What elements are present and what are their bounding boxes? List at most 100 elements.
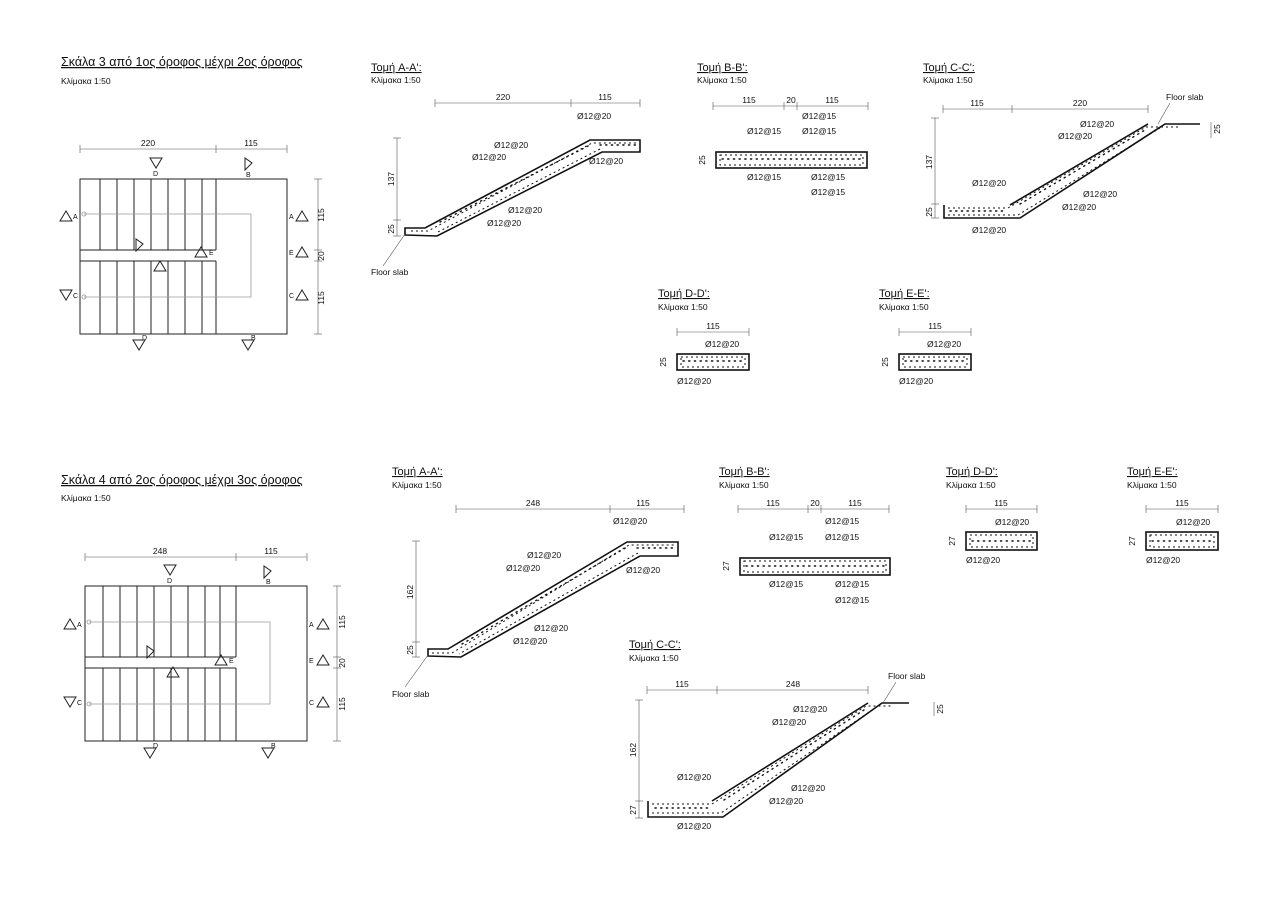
mark-b-top: B xyxy=(246,172,251,179)
stair3-aa-title: Τομή A-A': xyxy=(371,62,422,74)
stair3-dd-scale: Κλίμακα 1:50 xyxy=(658,302,708,312)
stair4-section-bb: Τομή B-B': Κλίμακα 1:50 115 20 115 27 Ø1… xyxy=(719,466,891,605)
section-mark-a-right xyxy=(295,210,309,222)
stair4-cc-rebar-4: Ø12@20 xyxy=(791,783,825,793)
stair4-bb-rebar-2: Ø12@15 xyxy=(825,516,859,526)
stair3-cc-rebar-4: Ø12@20 xyxy=(1083,189,1117,199)
stair3-dd-rebar-1: Ø12@20 xyxy=(705,339,739,349)
mark-d-top: D xyxy=(153,171,158,178)
stair3-aa-rebar-6: Ø12@20 xyxy=(487,218,521,228)
stair4-cc-dim-v2: 27 xyxy=(628,805,638,815)
stair4-dd-dim-v: 27 xyxy=(947,536,957,546)
stair3-plan-dim-115: 115 xyxy=(244,138,258,148)
stair4-dd-dim-h: 115 xyxy=(994,498,1008,508)
stair3-plan-dim-v3: 115 xyxy=(316,291,326,305)
stair3-cc-floor-slab: Floor slab xyxy=(1166,92,1204,102)
stair4-ee-title: Τομή E-E': xyxy=(1127,466,1178,478)
s4-mark-d-mid xyxy=(146,645,155,659)
mark-b-bottom: B xyxy=(251,335,256,342)
s4-mark-c-r: C xyxy=(309,700,314,707)
stair4-cc-dim-v3: 25 xyxy=(935,704,945,714)
section-mark-d-mid2 xyxy=(153,260,167,272)
stair3-aa-floor-slab: Floor slab xyxy=(371,267,409,277)
stair3-bb-scale: Κλίμακα 1:50 xyxy=(697,75,747,85)
stair4-bb-rebar-1: Ø12@15 xyxy=(769,532,803,542)
stair3-bb-rebar-2: Ø12@15 xyxy=(802,111,836,121)
stair3-scale: Κλίμακα 1:50 xyxy=(61,76,111,86)
stair3-plan: 220 115 115 20 115 A A xyxy=(59,138,326,351)
section-mark-d-top xyxy=(149,157,163,169)
section-mark-b-top xyxy=(244,157,253,171)
stair3-cc-title: Τομή C-C': xyxy=(923,62,975,74)
stair3-aa-scale: Κλίμακα 1:50 xyxy=(371,75,421,85)
s4-mark-e-right xyxy=(316,654,330,666)
stair4-aa-rebar-6: Ø12@20 xyxy=(513,636,547,646)
stair4-cc-rebar-3: Ø12@20 xyxy=(677,772,711,782)
stair3-cc-rebar-2: Ø12@20 xyxy=(1058,131,1092,141)
stair4-dd-scale: Κλίμακα 1:50 xyxy=(946,480,996,490)
stair3-aa-rebar-1: Ø12@20 xyxy=(577,111,611,121)
stair3-dd-rebar-2: Ø12@20 xyxy=(677,376,711,386)
s4-mark-c: C xyxy=(77,700,82,707)
stair4-cc-scale: Κλίμακα 1:50 xyxy=(629,653,679,663)
stair4-section-ee: Τομή E-E': Κλίμακα 1:50 115 27 Ø12@20 Ø1… xyxy=(1127,466,1219,565)
stair4-ee-scale: Κλίμακα 1:50 xyxy=(1127,480,1177,490)
stair4-cc-rebar-1: Ø12@20 xyxy=(793,704,827,714)
stair3-ee-title: Τομή E-E': xyxy=(879,288,930,300)
s4-mark-c-left xyxy=(63,696,77,708)
stair4-plan-dim-248: 248 xyxy=(153,546,167,556)
stair4-dd-rebar-1: Ø12@20 xyxy=(995,517,1029,527)
stair3-plan-dim-220: 220 xyxy=(141,138,155,148)
stair3-bb-dim-h2: 20 xyxy=(786,95,796,105)
mark-e-right: E xyxy=(289,250,294,257)
stair3-bb-rebar-6: Ø12@15 xyxy=(811,187,845,197)
stair4-section-aa: Τομή A-A': Κλίμακα 1:50 248 115 162 25 Ø… xyxy=(392,466,685,699)
stair4-cc-rebar-2: Ø12@20 xyxy=(772,717,806,727)
mark-a: A xyxy=(73,214,78,221)
stair4-aa-scale: Κλίμακα 1:50 xyxy=(392,480,442,490)
s4-mark-a: A xyxy=(77,622,82,629)
stair4-plan: 248 115 115 20 115 A A C C xyxy=(63,546,347,759)
stair4-aa-dim-h2: 115 xyxy=(636,498,650,508)
stair4-dd-title: Τομή D-D': xyxy=(946,466,998,478)
stair4-plan-dim-v3: 115 xyxy=(337,697,347,711)
stair4-plan-dim-v2: 20 xyxy=(337,658,347,668)
stair4-aa-dim-v1: 162 xyxy=(405,585,415,599)
stair4-bb-dim-h2: 20 xyxy=(810,498,820,508)
stair3-section-dd: Τομή D-D': Κλίμακα 1:50 115 25 Ø12@20 Ø1… xyxy=(658,288,750,386)
stair4-scale: Κλίμακα 1:50 xyxy=(61,493,111,503)
stair4-cc-title: Τομή C-C': xyxy=(629,639,681,651)
stair4-plan-dim-v1: 115 xyxy=(337,615,347,629)
s4-mark-b-top xyxy=(263,565,272,579)
s4-mark-a-right xyxy=(316,618,330,630)
mark-e-mid: E xyxy=(209,250,214,257)
s4-mark-e-r: E xyxy=(309,658,314,665)
stair3-cc-rebar-1: Ø12@20 xyxy=(1080,119,1114,129)
stair4-aa-dim-h1: 248 xyxy=(526,498,540,508)
mark-d-bottom: D xyxy=(142,335,147,342)
stair3-cc-rebar-5: Ø12@20 xyxy=(1062,202,1096,212)
stair3-title: Σκάλα 3 από 1ος όροφος μέχρι 2ος όροφος xyxy=(61,55,303,69)
stair4-bb-dim-h3: 115 xyxy=(848,498,862,508)
stair4-cc-dim-v1: 162 xyxy=(628,743,638,757)
stair3-dd-dim-h: 115 xyxy=(706,321,720,331)
stair3-ee-dim-h: 115 xyxy=(928,321,942,331)
stair3-dd-title: Τομή D-D': xyxy=(658,288,710,300)
stair3-section-ee: Τομή E-E': Κλίμακα 1:50 115 25 Ø12@20 Ø1… xyxy=(879,288,972,386)
stair3-bb-rebar-5: Ø12@15 xyxy=(811,172,845,182)
stair4-ee-dim-v: 27 xyxy=(1127,536,1137,546)
stair3-dd-dim-v: 25 xyxy=(658,357,668,367)
stair3-ee-rebar-1: Ø12@20 xyxy=(927,339,961,349)
stair3-bb-dim-h1: 115 xyxy=(742,95,756,105)
stair3-aa-dim-h2: 115 xyxy=(598,92,612,102)
section-mark-c-left xyxy=(59,289,73,301)
s4-mark-b-bottom-l: B xyxy=(271,743,276,750)
stair3-cc-dim-h2: 220 xyxy=(1073,98,1087,108)
stair4-bb-rebar-4: Ø12@15 xyxy=(769,579,803,589)
stair4-bb-dim-h1: 115 xyxy=(766,498,780,508)
stair3-section-cc: Τομή C-C': Κλίμακα 1:50 115 220 137 25 2… xyxy=(923,62,1222,235)
stair4-bb-rebar-6: Ø12@15 xyxy=(835,595,869,605)
stair4-cc-dim-h2: 248 xyxy=(786,679,800,689)
stair4-aa-dim-v2: 25 xyxy=(405,645,415,655)
